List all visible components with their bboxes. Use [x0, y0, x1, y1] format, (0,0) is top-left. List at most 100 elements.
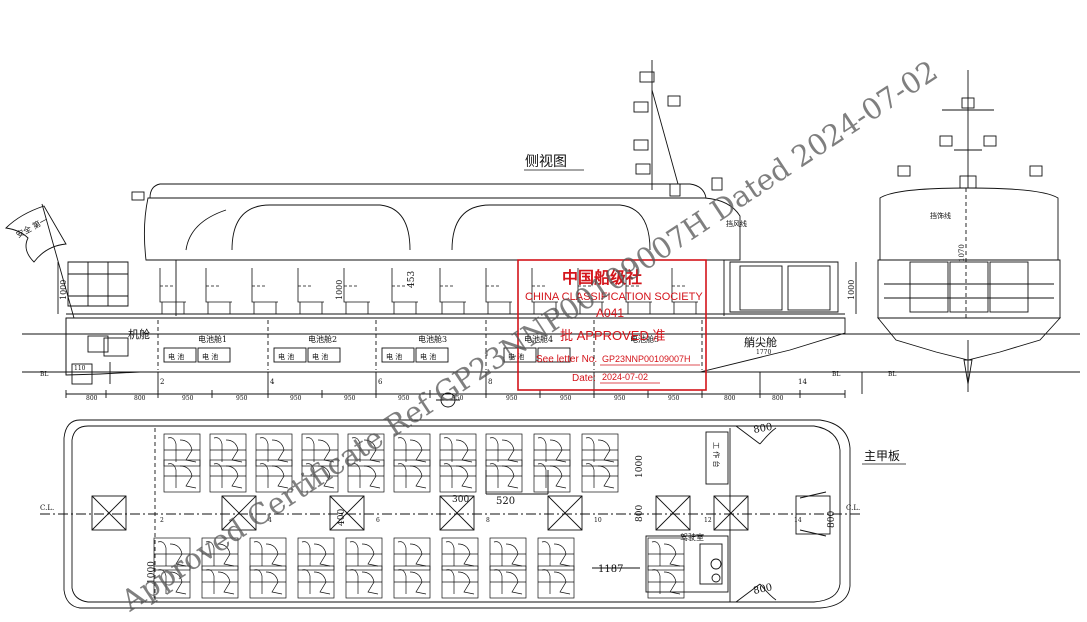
stamp-date: 2024-07-02 [602, 372, 648, 382]
dim-400: 400 [337, 509, 347, 526]
front-roof-line: 挡饰线 [930, 211, 951, 220]
passenger-seat [163, 459, 201, 493]
frame-number: 10 [594, 517, 602, 524]
dim-110: 110 [74, 365, 86, 372]
stamp-org-en: CHINA CLASSIFICATION SOCIETY [525, 291, 703, 303]
passenger-seat [297, 537, 335, 571]
frame-14-label: 14 [798, 378, 807, 386]
height-1000-mid: 1000 [335, 280, 344, 300]
hatch [547, 495, 583, 531]
dim-label: 950 [614, 395, 626, 402]
approval-stamp: 中国船级社 CHINA CLASSIFICATION SOCIETY A041 … [517, 259, 707, 391]
side-seat [159, 268, 186, 314]
bow-tip-label: 艄尖舱 [744, 335, 777, 349]
passenger-seat [201, 565, 239, 599]
hatch [713, 495, 749, 531]
stamp-approved: 批 APPROVED 准 [560, 328, 665, 343]
passenger-seat [647, 565, 685, 599]
passenger-seat [255, 459, 293, 493]
stamp-org-cn: 中国船级社 [562, 268, 642, 287]
passenger-seat [439, 433, 477, 467]
dim-label: 800 [86, 395, 98, 402]
tank5-label: 电池舱5 [630, 334, 659, 344]
bl-left-label: BL [40, 371, 48, 378]
passenger-seat [439, 459, 477, 493]
hatch [439, 495, 475, 531]
dim-label: 800 [772, 395, 784, 402]
passenger-seat [647, 537, 685, 571]
passenger-seat [153, 537, 191, 571]
passenger-seat [163, 433, 201, 467]
stamp-date-label: Date: [572, 373, 596, 384]
passenger-seat [297, 565, 335, 599]
front-bl: BL [888, 371, 896, 378]
dim-label: 800 [724, 395, 736, 402]
passenger-seat [533, 459, 571, 493]
tank3-label: 电池舱3 [418, 334, 447, 344]
dim-1000-top: 1000 [635, 455, 645, 478]
battery-label: 电 池 [168, 352, 184, 361]
main-deck-title: 主甲板 [864, 449, 900, 463]
side-seat [251, 268, 278, 314]
battery-label: 电 池 [312, 352, 328, 361]
passenger-seat [537, 565, 575, 599]
bl-right-label: BL [832, 371, 840, 378]
passenger-seat [489, 565, 527, 599]
dim-800-bottom: 800 [752, 582, 773, 597]
frame-number: 14 [794, 517, 802, 524]
frame-number: 8 [486, 517, 490, 524]
passenger-seat [249, 565, 287, 599]
stamp-letter-no: GP23NNP00109007H [602, 354, 691, 364]
side-seat [577, 268, 604, 314]
dim-label: 950 [452, 395, 464, 402]
passenger-seat [393, 565, 431, 599]
roof-label-front: 挡风线 [726, 219, 747, 228]
dim-label: 950 [182, 395, 194, 402]
height-453: 453 [407, 271, 417, 288]
stamp-code: A041 [596, 306, 624, 320]
stamp-letter-label: See letter No. [536, 354, 597, 365]
battery-label: 电 池 [386, 352, 402, 361]
passenger-seat [345, 537, 383, 571]
tank4-label: 电池舱4 [524, 334, 553, 344]
passenger-seat [581, 433, 619, 467]
dim-800-mid: 800 [635, 505, 645, 522]
passenger-seat [393, 459, 431, 493]
side-seat [205, 268, 232, 314]
side-seat [485, 268, 512, 314]
dim-1770: 1770 [756, 349, 771, 356]
dim-1000-bottom: 1000 [147, 561, 157, 584]
passenger-seat [485, 459, 523, 493]
side-seat [343, 268, 370, 314]
passenger-seat [393, 537, 431, 571]
hatch [221, 495, 257, 531]
passenger-seat [345, 565, 383, 599]
side-seat [625, 268, 652, 314]
passenger-seat [347, 459, 385, 493]
battery-label: 电 池 [202, 352, 218, 361]
hatch [329, 495, 365, 531]
passenger-seat [441, 565, 479, 599]
battery-label: 电 池 [420, 352, 436, 361]
side-seat [531, 268, 558, 314]
frame-6-label: 6 [378, 378, 383, 386]
side-seat [391, 268, 418, 314]
passenger-seat [537, 537, 575, 571]
front-view [860, 70, 1080, 392]
dim-label: 950 [344, 395, 356, 402]
dim-label: 950 [560, 395, 572, 402]
passenger-seat [393, 433, 431, 467]
frame-number: 6 [376, 517, 380, 524]
frame-4-label: 4 [270, 378, 275, 386]
dim-300: 300 [452, 495, 469, 505]
passenger-seat [255, 433, 293, 467]
dim-label: 950 [236, 395, 248, 402]
frame-2-label: 2 [160, 378, 164, 386]
dim-1187: 1187 [598, 564, 623, 575]
engine-room-label: 机舱 [128, 327, 150, 341]
passenger-seat [581, 459, 619, 493]
dim-label: 950 [290, 395, 302, 402]
battery-label: 电 池 [278, 352, 294, 361]
frame-number: 12 [704, 517, 712, 524]
